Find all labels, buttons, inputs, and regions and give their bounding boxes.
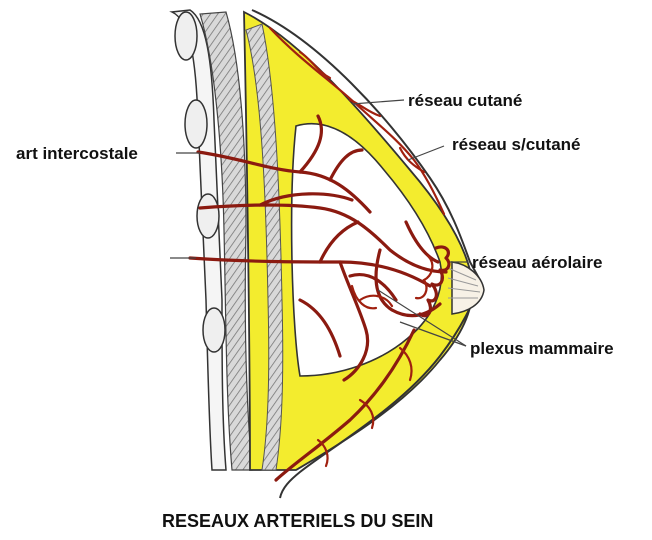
label-reseau-aerolaire: réseau aérolaire — [472, 253, 602, 272]
label-plexus-mammaire: plexus mammaire — [470, 339, 614, 358]
rib — [197, 194, 219, 238]
leader-reseau-cutane — [352, 100, 404, 104]
rib — [203, 308, 225, 352]
figure-caption: RESEAUX ARTERIELS DU SEIN — [162, 511, 433, 531]
label-reseau-scutane: réseau s/cutané — [452, 135, 581, 154]
label-art-intercostale: art intercostale — [16, 144, 138, 163]
label-reseau-cutane: réseau cutané — [408, 91, 522, 110]
leader-reseau-scutane — [408, 146, 444, 160]
rib — [185, 100, 207, 148]
rib — [175, 12, 197, 60]
